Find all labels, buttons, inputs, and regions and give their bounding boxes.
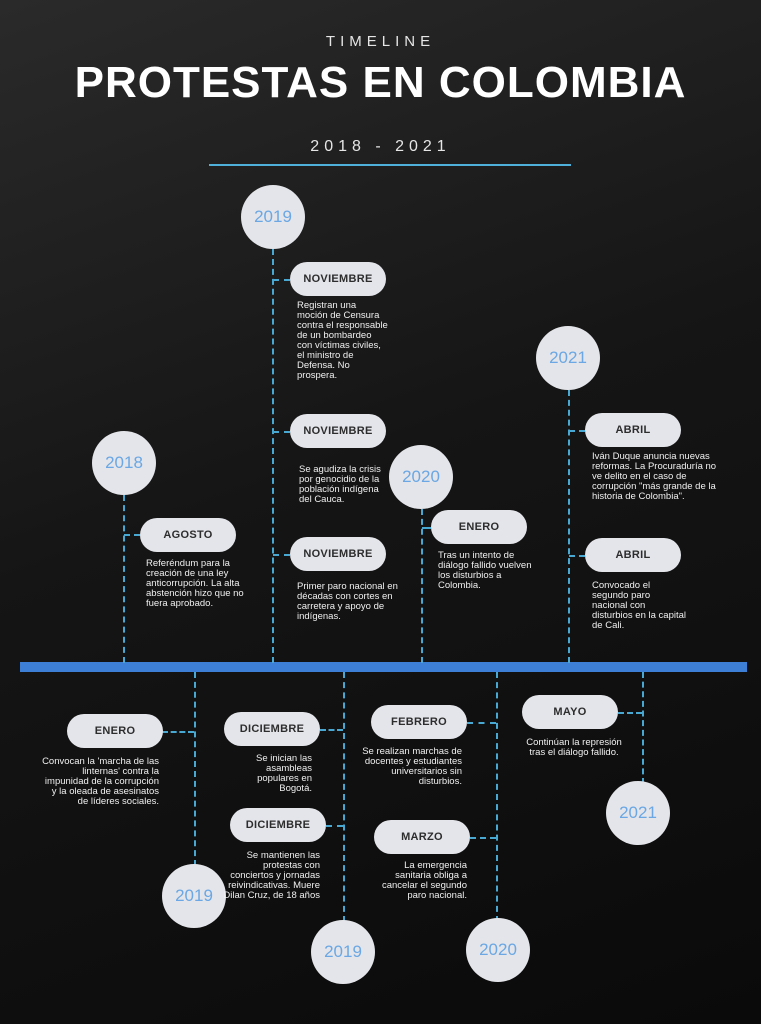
connector-abril-2 — [569, 555, 585, 557]
connector-febrero — [467, 722, 496, 724]
connector-abril-1 — [569, 430, 585, 432]
connector-mayo — [618, 712, 642, 714]
event-text: Se mantienen las protestas con concierto… — [223, 850, 320, 901]
page-title: PROTESTAS EN COLOMBIA — [74, 58, 687, 107]
year-circle-2018: 2018 — [92, 431, 156, 495]
event-text: Iván Duque anuncia nuevas reformas. La P… — [592, 451, 717, 502]
event-text: La emergencia sanitaria obliga a cancela… — [381, 860, 467, 901]
timeline-kicker: TIMELINE — [325, 33, 436, 50]
year-circle-2019: 2019 — [162, 864, 226, 928]
connector-2021-below — [642, 672, 644, 784]
title-underline — [209, 164, 571, 166]
month-pill-noviembre: NOVIEMBRE — [290, 414, 386, 448]
connector-2019 — [272, 249, 274, 663]
month-pill-marzo: MARZO — [374, 820, 470, 854]
year-circle-2021: 2021 — [536, 326, 600, 390]
connector-noviembre-2 — [273, 431, 290, 433]
connector-marzo — [470, 837, 496, 839]
connector-2021 — [568, 390, 570, 663]
connector-2020 — [421, 509, 423, 663]
event-text: Tras un intento de diálogo fallido vuelv… — [438, 550, 532, 591]
month-pill-abril: ABRIL — [585, 413, 681, 447]
connector-2018 — [123, 495, 125, 663]
event-text: Registran una moción de Censura contra e… — [297, 300, 388, 381]
connector-2020-below — [496, 672, 498, 922]
month-pill-febrero: FEBRERO — [371, 705, 467, 739]
year-circle-2020: 2020 — [466, 918, 530, 982]
connector-noviembre-1 — [273, 279, 290, 281]
connector-enero-below — [162, 731, 194, 733]
connector-2019-below-1 — [194, 672, 196, 866]
month-pill-enero: ENERO — [67, 714, 163, 748]
event-text: Se realizan marchas de docentes y estudi… — [362, 746, 462, 787]
month-pill-noviembre: NOVIEMBRE — [290, 537, 386, 571]
month-pill-enero: ENERO — [431, 510, 527, 544]
timeline-axis — [20, 662, 747, 672]
month-pill-mayo: MAYO — [522, 695, 618, 729]
event-text: Convocan la 'marcha de las linternas' co… — [42, 756, 159, 807]
event-text: Se inician las asambleas populares en Bo… — [256, 753, 312, 794]
event-text: Se agudiza la crisis por genocidio de la… — [299, 464, 381, 505]
month-pill-noviembre: NOVIEMBRE — [290, 262, 386, 296]
event-text: Convocado el segundo paro nacional con d… — [592, 580, 686, 631]
month-pill-diciembre: DICIEMBRE — [224, 712, 320, 746]
connector-enero — [422, 527, 431, 529]
connector-diciembre-2 — [326, 825, 343, 827]
month-pill-agosto: AGOSTO — [140, 518, 236, 552]
event-text: Continúan la represión tras el diálogo f… — [526, 737, 622, 758]
year-circle-2020: 2020 — [389, 445, 453, 509]
month-pill-diciembre: DICIEMBRE — [230, 808, 326, 842]
year-circle-2019: 2019 — [241, 185, 305, 249]
year-circle-2019: 2019 — [311, 920, 375, 984]
connector-agosto — [124, 534, 140, 536]
month-pill-abril: ABRIL — [585, 538, 681, 572]
year-range: 2018 - 2021 — [310, 138, 451, 155]
connector-diciembre-1 — [320, 729, 343, 731]
connector-2019-below-2 — [343, 672, 345, 922]
year-circle-2021: 2021 — [606, 781, 670, 845]
event-text: Primer paro nacional en décadas con cort… — [297, 581, 398, 622]
connector-noviembre-3 — [273, 554, 290, 556]
event-text: Referéndum para la creación de una ley a… — [146, 558, 244, 609]
